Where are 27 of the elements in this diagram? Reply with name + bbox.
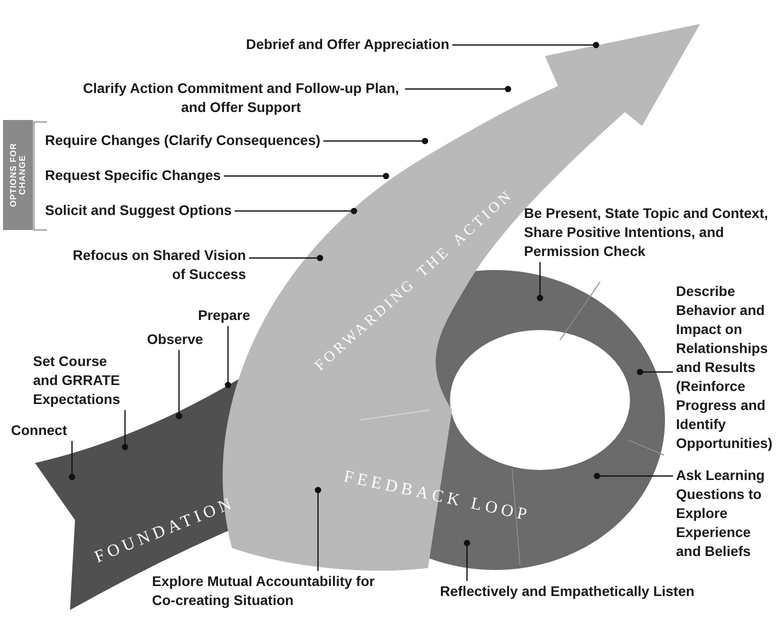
- step-label: Refocus on Shared Vision of Success: [61, 246, 246, 284]
- leader-line: [405, 86, 512, 92]
- step-label: Reflectively and Empathetically Listen: [440, 582, 694, 601]
- step-label: Describe Behavior and Impact on Relationships and Results (Reinforce Progress and Identify Opportunities): [676, 282, 776, 453]
- step-label: Explore Mutual Accountability for Co-creating Situation: [152, 572, 380, 610]
- step-label: Prepare: [198, 306, 250, 325]
- leader-line: [249, 254, 324, 262]
- step-label: Require Changes (Clarify Consequences): [45, 131, 320, 150]
- leader-line: [234, 208, 358, 214]
- step-label: Solicit and Suggest Options: [45, 201, 232, 220]
- leader-line: [224, 172, 390, 180]
- step-label: Clarify Action Commitment and Follow-up Plan, and Offer Support: [80, 79, 402, 117]
- leader-line: [636, 368, 673, 376]
- leader-line: [122, 410, 128, 450]
- leader-line: [452, 42, 600, 48]
- leader-line: [323, 138, 428, 144]
- step-label: Connect: [11, 421, 67, 440]
- step-label: Request Specific Changes: [45, 166, 221, 185]
- leader-line: [224, 326, 232, 388]
- step-label: Ask Learning Questions to Explore Experience and Beliefs: [676, 466, 776, 561]
- step-label: Set Course and GRRATE Expectations: [33, 352, 135, 409]
- leader-line: [176, 350, 182, 420]
- options-for-change-tab: OPTIONS FOR CHANGE: [3, 120, 33, 230]
- step-label: Be Present, State Topic and Context, Share Positive Intentions, and Permission Check: [524, 204, 774, 261]
- step-label: Debrief and Offer Appreciation: [246, 35, 450, 54]
- leader-line: [594, 472, 673, 480]
- step-label: Observe: [147, 330, 204, 349]
